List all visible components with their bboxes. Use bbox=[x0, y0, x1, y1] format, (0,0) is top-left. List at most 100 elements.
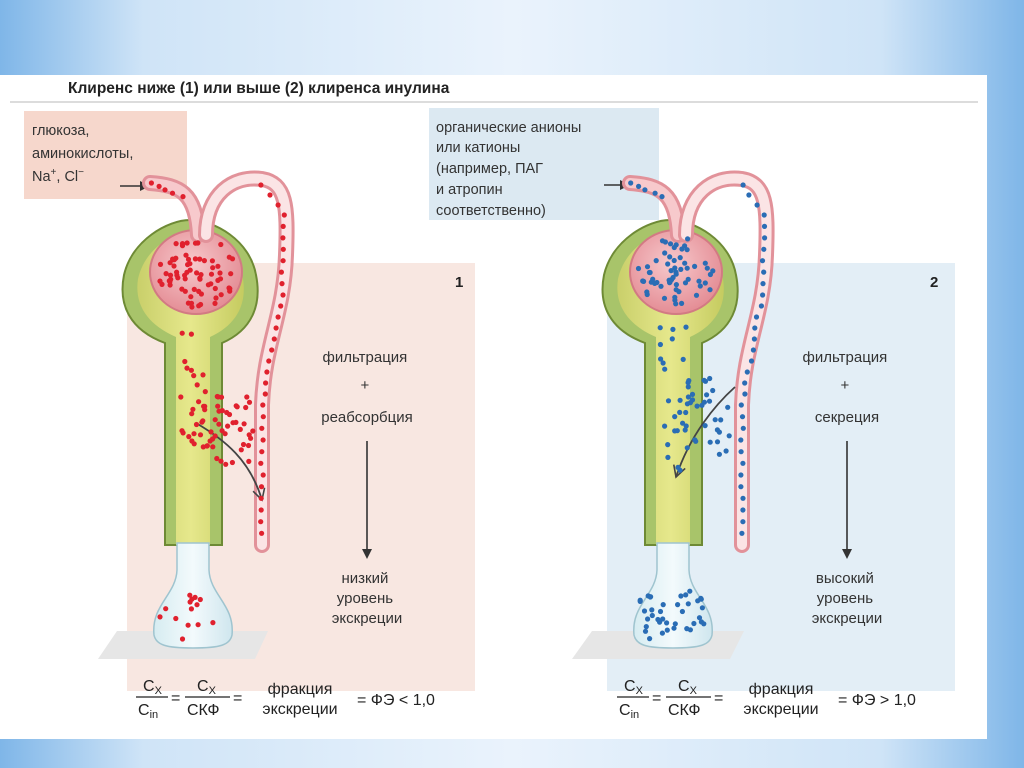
particle-dot bbox=[243, 404, 249, 411]
particle-dot bbox=[698, 596, 704, 602]
particle-dot bbox=[186, 434, 192, 440]
particle-dot bbox=[215, 403, 221, 409]
left-process-text: фильтрация + реабсорбция bbox=[321, 349, 413, 426]
particle-dot bbox=[742, 391, 748, 397]
right-formula: CX Cin = CX СКФ = фракция экскреции = ФЭ… bbox=[617, 678, 916, 721]
particle-dot bbox=[260, 402, 266, 408]
particle-dot bbox=[182, 288, 188, 294]
particle-dot bbox=[273, 325, 279, 331]
particle-dot bbox=[658, 356, 664, 362]
particle-dot bbox=[740, 460, 746, 466]
particle-dot bbox=[671, 244, 677, 251]
particle-dot bbox=[212, 417, 218, 423]
particle-dot bbox=[192, 256, 198, 262]
particle-dot bbox=[739, 414, 746, 420]
particle-dot bbox=[726, 433, 732, 439]
particle-dot bbox=[262, 391, 268, 397]
particle-dot bbox=[742, 380, 748, 386]
right-input-box bbox=[429, 108, 659, 220]
particle-dot bbox=[269, 347, 275, 353]
particle-dot bbox=[740, 495, 746, 501]
particle-dot bbox=[647, 594, 653, 600]
particle-dot bbox=[202, 389, 208, 395]
particle-dot bbox=[692, 437, 698, 443]
particle-dot bbox=[753, 314, 760, 320]
particle-dot bbox=[662, 250, 668, 256]
particle-dot bbox=[659, 630, 666, 636]
particle-dot bbox=[182, 276, 188, 282]
particle-dot bbox=[197, 596, 203, 603]
particle-dot bbox=[678, 266, 684, 272]
svg-text:экскреции: экскреции bbox=[262, 701, 337, 718]
particle-dot bbox=[258, 507, 264, 513]
particle-dot bbox=[246, 458, 252, 464]
left-formula: CX Cin = CX СКФ = фракция экскреции = ФЭ… bbox=[136, 678, 435, 721]
particle-dot bbox=[238, 447, 244, 453]
particle-dot bbox=[229, 459, 235, 466]
svg-text:CX: CX bbox=[197, 678, 217, 697]
particle-dot bbox=[210, 444, 216, 450]
particle-dot bbox=[216, 408, 222, 414]
particle-dot bbox=[637, 598, 643, 605]
particle-dot bbox=[738, 449, 744, 455]
particle-dot bbox=[649, 612, 655, 619]
particle-dot bbox=[710, 387, 716, 394]
svg-text:CX: CX bbox=[624, 678, 644, 697]
particle-dot bbox=[258, 460, 264, 466]
particle-dot bbox=[222, 431, 228, 437]
particle-dot bbox=[157, 261, 164, 267]
particle-dot bbox=[664, 627, 670, 633]
particle-dot bbox=[271, 336, 277, 342]
particle-dot bbox=[188, 606, 194, 612]
particle-dot bbox=[148, 180, 154, 186]
particle-dot bbox=[699, 605, 706, 611]
particle-dot bbox=[740, 507, 746, 513]
particle-dot bbox=[259, 530, 265, 536]
particle-dot bbox=[759, 258, 766, 264]
particle-dot bbox=[246, 399, 253, 405]
particle-dot bbox=[738, 437, 744, 443]
particle-dot bbox=[683, 409, 689, 416]
particle-dot bbox=[761, 223, 768, 229]
particle-dot bbox=[677, 467, 683, 473]
particle-dot bbox=[218, 394, 225, 400]
particle-dot bbox=[647, 636, 653, 642]
particle-dot bbox=[210, 620, 216, 626]
particle-dot bbox=[646, 269, 653, 276]
particle-dot bbox=[258, 519, 264, 525]
particle-dot bbox=[204, 443, 210, 449]
particle-dot bbox=[170, 256, 176, 262]
particle-dot bbox=[162, 187, 168, 193]
particle-dot bbox=[209, 258, 215, 264]
particle-dot bbox=[217, 270, 223, 276]
particle-dot bbox=[635, 265, 642, 272]
particle-dot bbox=[702, 260, 708, 266]
svg-text:= ФЭ > 1,0: = ФЭ > 1,0 bbox=[838, 692, 916, 709]
particle-dot bbox=[280, 235, 286, 241]
svg-text:= ФЭ < 1,0: = ФЭ < 1,0 bbox=[357, 692, 435, 709]
particle-dot bbox=[183, 252, 189, 258]
particle-dot bbox=[218, 458, 224, 464]
particle-dot bbox=[684, 445, 690, 451]
particle-dot bbox=[671, 625, 677, 631]
particle-dot bbox=[644, 289, 650, 295]
particle-dot bbox=[267, 192, 273, 198]
particle-dot bbox=[200, 372, 206, 378]
right-particles bbox=[628, 180, 768, 642]
particle-dot bbox=[198, 301, 204, 308]
particle-dot bbox=[190, 406, 196, 412]
particle-dot bbox=[191, 441, 197, 447]
particle-dot bbox=[198, 272, 204, 278]
particle-dot bbox=[684, 265, 690, 271]
particle-dot bbox=[751, 336, 758, 342]
particle-dot bbox=[740, 519, 746, 525]
particle-dot bbox=[680, 420, 686, 426]
particle-dot bbox=[672, 265, 678, 271]
particle-dot bbox=[213, 295, 219, 301]
particle-dot bbox=[685, 276, 691, 282]
particle-dot bbox=[258, 484, 265, 490]
slide: Клиренс ниже (1) или выше (2) клиренса и… bbox=[0, 75, 987, 739]
particle-dot bbox=[683, 423, 689, 429]
left-input-text: глюкоза, аминокислоты, Na+, Cl− bbox=[32, 123, 137, 185]
particle-dot bbox=[218, 241, 224, 248]
